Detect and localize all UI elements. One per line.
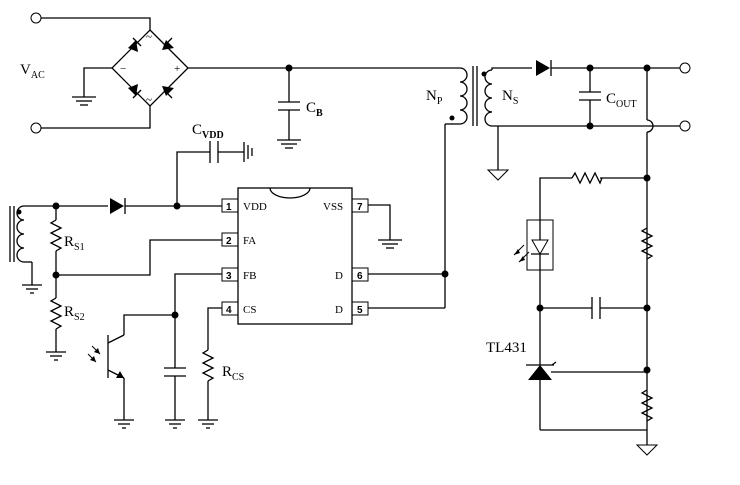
cvdd-label: CVDD bbox=[192, 122, 224, 141]
ground-icon bbox=[72, 96, 96, 106]
svg-text:2: 2 bbox=[226, 236, 232, 247]
svg-text:~: ~ bbox=[146, 94, 152, 106]
resistor-divider-bottom bbox=[640, 389, 654, 422]
svg-text:FA: FA bbox=[243, 235, 256, 247]
resistor-divider-top bbox=[640, 227, 654, 260]
optocoupler-transistor bbox=[87, 314, 175, 420]
capacitor-cout: COUT bbox=[579, 68, 637, 126]
capacitor-cvdd: CVDD bbox=[176, 122, 253, 206]
svg-text:CS: CS bbox=[243, 304, 256, 316]
svg-text:6: 6 bbox=[357, 271, 363, 282]
svg-text:4: 4 bbox=[226, 305, 232, 316]
rs2-label: RS2 bbox=[64, 304, 85, 323]
svg-text:FB: FB bbox=[243, 270, 256, 282]
tl431-shunt: TL431 bbox=[486, 340, 647, 431]
cout-label: COUT bbox=[606, 91, 637, 110]
ground-icon bbox=[165, 419, 185, 429]
rs1-label: RS1 bbox=[64, 234, 85, 253]
capacitor-comp bbox=[540, 297, 647, 319]
ac-input: VAC bbox=[20, 12, 151, 134]
ground-icon bbox=[198, 419, 218, 429]
ground-icon bbox=[635, 444, 659, 456]
svg-text:1: 1 bbox=[226, 202, 232, 213]
np-label: NP bbox=[426, 88, 443, 107]
svg-text:3: 3 bbox=[226, 271, 232, 282]
svg-text:7: 7 bbox=[357, 202, 363, 213]
svg-text:−: − bbox=[120, 63, 126, 75]
svg-text:D: D bbox=[335, 270, 343, 282]
ground-icon bbox=[486, 169, 510, 181]
bridge-rectifier: ~ ~ − + bbox=[111, 29, 189, 107]
output-diode bbox=[536, 60, 552, 76]
resistor-rs2 bbox=[49, 297, 63, 330]
ac-terminal-top bbox=[30, 12, 42, 24]
resistor-rs1 bbox=[49, 219, 63, 252]
resistor-rcs bbox=[201, 349, 215, 382]
ground-icon bbox=[22, 284, 42, 294]
transformer: NP NS bbox=[426, 66, 518, 127]
ground-icon bbox=[114, 419, 134, 429]
svg-text:VDD: VDD bbox=[243, 201, 267, 213]
optocoupler-led bbox=[513, 219, 554, 271]
vdd-diode bbox=[110, 198, 126, 214]
tl431-label: TL431 bbox=[486, 340, 527, 356]
output-terminal-positive bbox=[679, 62, 691, 74]
svg-text:+: + bbox=[174, 63, 180, 75]
svg-text:5: 5 bbox=[357, 305, 363, 316]
aux-winding bbox=[9, 205, 25, 263]
resistor-led bbox=[571, 171, 603, 185]
ac-terminal-bottom bbox=[30, 122, 42, 134]
svg-text:VSS: VSS bbox=[323, 201, 343, 213]
svg-text:~: ~ bbox=[146, 31, 152, 43]
svg-text:D: D bbox=[335, 304, 343, 316]
capacitor-cb: CB bbox=[278, 68, 323, 140]
vac-label: VAC bbox=[20, 62, 45, 81]
controller-ic: 1 2 3 4 7 6 5 VDD FA FB CS VSS D D bbox=[221, 187, 369, 325]
ground-icon bbox=[277, 139, 301, 149]
output-terminal-negative bbox=[679, 120, 691, 132]
ground-icon bbox=[46, 351, 66, 361]
ns-label: NS bbox=[502, 88, 518, 107]
cb-label: CB bbox=[306, 100, 323, 119]
ground-icon bbox=[378, 239, 402, 249]
rcs-label: RCS bbox=[222, 364, 244, 383]
